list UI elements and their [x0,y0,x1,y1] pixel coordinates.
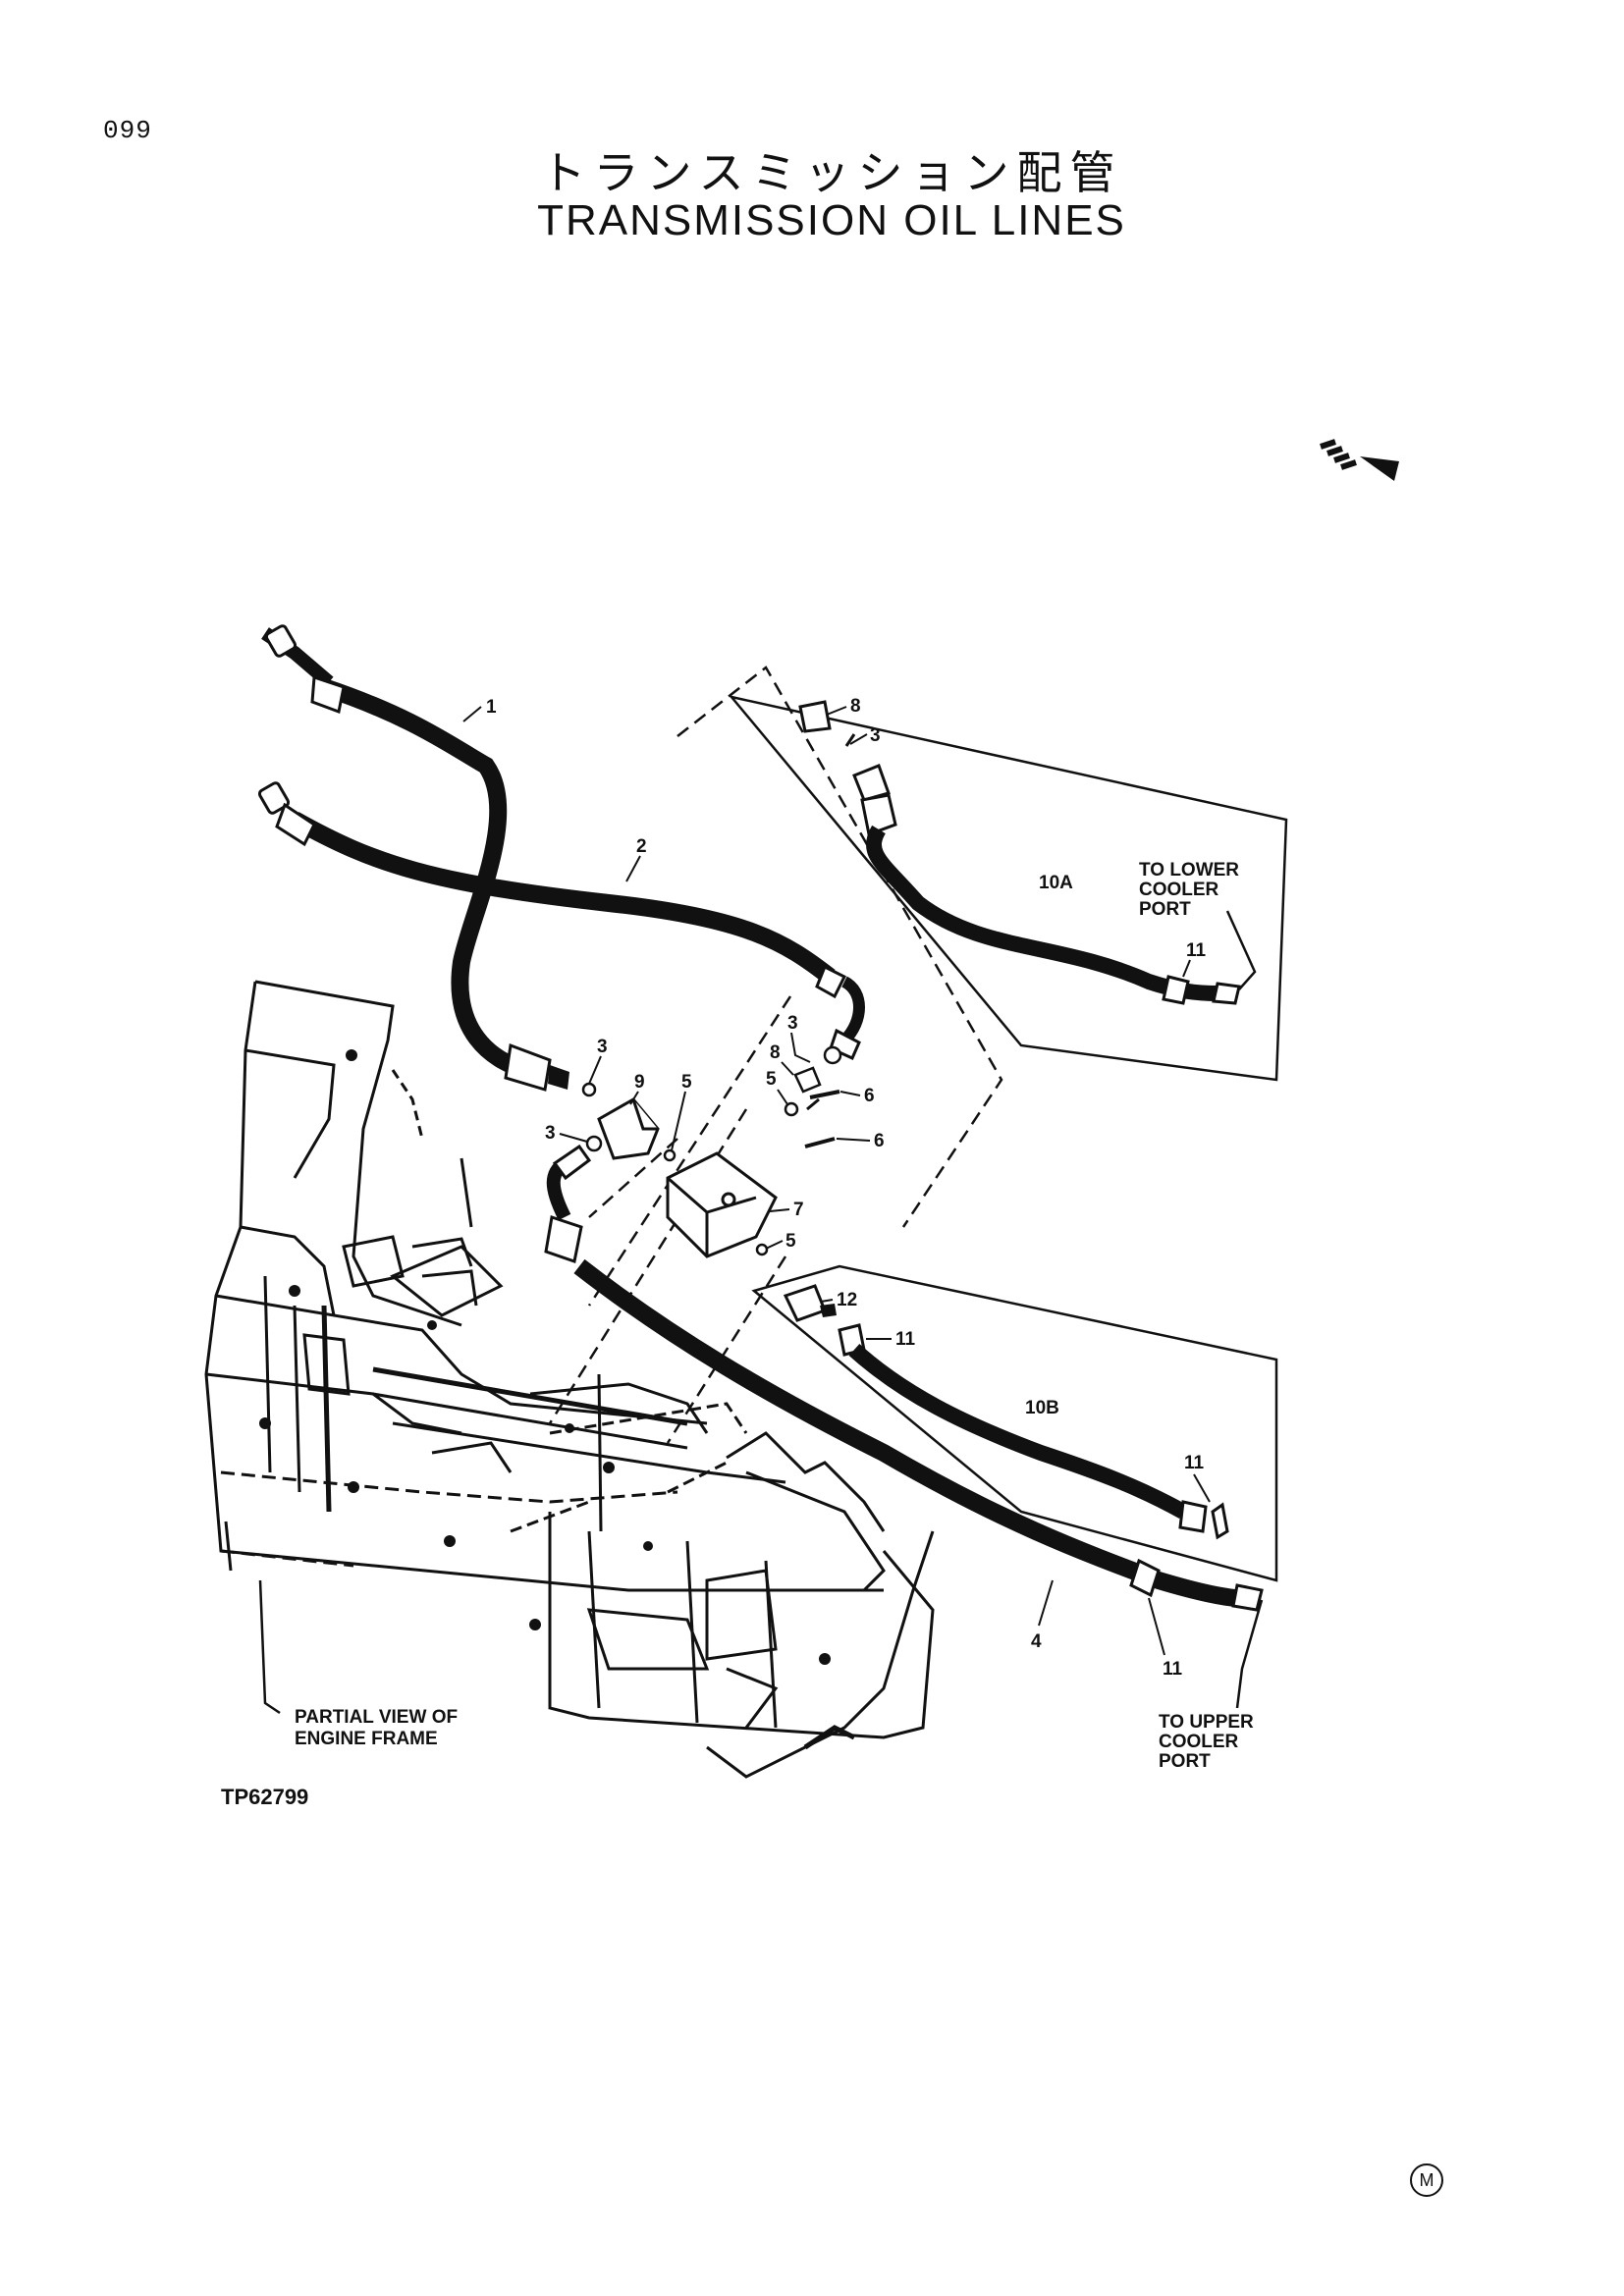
callout-1: 1 [486,697,497,718]
callout-6-lower: 6 [874,1131,885,1151]
callout-3-upper: 3 [870,725,881,746]
part-callouts: 1 2 8 3 10A 11 3 8 5 6 6 3 9 5 3 7 5 12 … [462,696,1211,1680]
upper-cooler-port-note: TO UPPER COOLER PORT [1159,1712,1254,1772]
page-number: 099 [103,116,152,145]
callout-3-right: 3 [787,1013,798,1034]
svg-text:COOLER: COOLER [1159,1732,1239,1752]
callout-10a: 10A [1039,873,1073,893]
hose-4 [544,1144,1264,1612]
svg-text:PARTIAL VIEW OF: PARTIAL VIEW OF [295,1707,458,1728]
callout-7: 7 [793,1200,804,1220]
svg-text:TO UPPER: TO UPPER [1159,1712,1254,1733]
callout-5-upper: 5 [766,1069,777,1090]
engine-frame-bolts [259,1049,831,1665]
svg-text:PORT: PORT [1139,899,1191,920]
callout-8-middle: 8 [770,1042,781,1063]
callout-5-middle: 5 [681,1072,692,1093]
engine-frame-note: PARTIAL VIEW OF ENGINE FRAME [295,1707,458,1749]
callout-9: 9 [634,1072,645,1093]
inset-hose-10a [728,694,1288,1082]
hose-2 [257,781,865,1060]
callout-5-lower: 5 [785,1231,796,1252]
registered-mark-icon: M [1410,2163,1443,2197]
engine-frame-partial-view [204,980,935,1779]
adapter-block-7 [666,1151,778,1258]
svg-text:TO LOWER: TO LOWER [1139,860,1239,881]
callout-2: 2 [636,836,647,857]
callout-11-bottom: 11 [1163,1659,1183,1680]
callout-4: 4 [1031,1631,1042,1652]
engine-frame-leader [258,1579,281,1715]
lower-cooler-port-note: TO LOWER COOLER PORT [1139,860,1239,920]
callout-10b: 10B [1025,1398,1059,1418]
fitting-9 [597,1097,660,1160]
inset-hose-10b [751,1264,1278,1582]
callout-11-lower-inset-left: 11 [895,1329,916,1350]
callout-12: 12 [837,1290,857,1310]
upper-port-leader [1235,1599,1264,1709]
small-fittings [581,1045,842,1256]
callout-6-upper: 6 [864,1086,875,1106]
callout-11-upper-inset: 11 [1186,940,1207,961]
hose-1 [261,624,569,1092]
svg-text:PORT: PORT [1159,1751,1211,1772]
callout-11-lower-inset-right: 11 [1184,1453,1205,1473]
drawing-reference: TP62799 [221,1785,308,1809]
callout-3-left-lower: 3 [545,1123,556,1144]
direction-arrow-icon [1320,439,1399,481]
svg-text:COOLER: COOLER [1139,880,1219,900]
page-title-english: TRANSMISSION OIL LINES [537,196,1126,244]
svg-text:ENGINE FRAME: ENGINE FRAME [295,1729,438,1749]
page-title-japanese: トランスミッション配管 [540,146,1123,199]
callout-3-left-upper: 3 [597,1037,608,1057]
callout-8-upper: 8 [850,696,861,717]
